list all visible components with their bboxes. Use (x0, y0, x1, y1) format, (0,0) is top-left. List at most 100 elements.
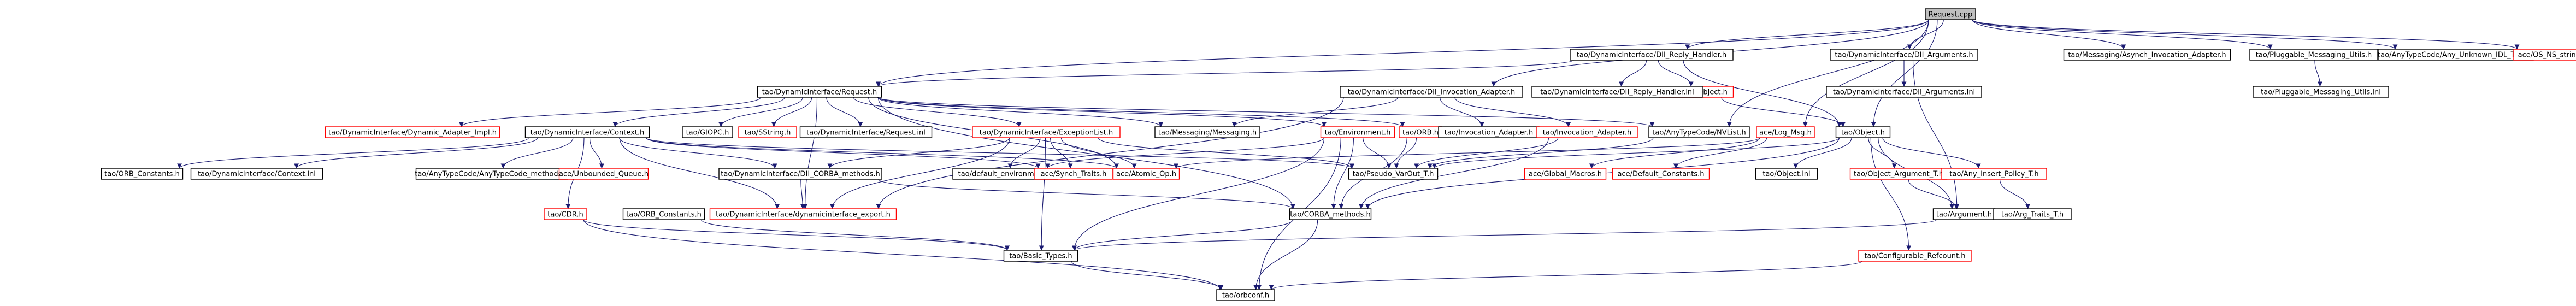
graph-node[interactable]: tao/DynamicInterface/DII_Reply_Handler.i… (1531, 86, 1703, 98)
node-box (1570, 49, 1734, 61)
dependency-edge (1050, 137, 1073, 169)
dependency-edge (826, 97, 863, 127)
node-box (190, 168, 323, 180)
node-label: tao/Configurable_Refcount.h (1864, 252, 1965, 261)
graph-node[interactable]: tao/Invocation_Adapter.h (1438, 126, 1540, 138)
dependency-edge (853, 97, 1022, 127)
node-box (1531, 86, 1703, 98)
graph-node[interactable]: tao/CORBA_methods.h (1289, 208, 1372, 220)
dependency-edge (1685, 19, 1929, 50)
graph-node: ace/OS_NS_string.h (2513, 49, 2576, 61)
graph-node[interactable]: tao/Pluggable_Messaging_Utils.inl (2253, 86, 2389, 98)
node-label: tao/DynamicInterface/Dynamic_Adapter_Imp… (328, 129, 497, 137)
dependency-edge (1007, 137, 1041, 169)
graph-node[interactable]: tao/Object.inl (1755, 168, 1818, 180)
dependency-edge (877, 97, 1327, 127)
dependency-edge (827, 137, 1010, 169)
graph-node: ace/Atomic_Op.h (1112, 168, 1180, 180)
graph-node: tao/CDR.h (544, 208, 587, 220)
graph-node[interactable]: tao/Messaging/Messaging.h (1154, 126, 1260, 138)
node-layer: Request.cpp tao/DynamicInterface/DII_Repl… (101, 8, 2576, 301)
graph-node[interactable]: tao/ORB_Constants.h (101, 168, 184, 180)
graph-node[interactable]: tao/AnyTypeCode/AnyTypeCode_methods.h (415, 168, 569, 180)
node-box (558, 168, 649, 180)
node-label: tao/Object.inl (1762, 170, 1810, 179)
graph-node[interactable]: tao/Messaging/Asynch_Invocation_Adapter.… (2063, 49, 2231, 61)
graph-node[interactable]: tao/DynamicInterface/DII_CORBA_methods.h (718, 168, 882, 180)
dependency-edge (1721, 97, 1846, 127)
graph-node: ace/Default_Constants.h (1612, 168, 1710, 180)
graph-node[interactable]: tao/DynamicInterface/DII_Arguments.h (1830, 49, 1978, 61)
node-box (325, 126, 500, 138)
dependency-edge (1394, 137, 1417, 169)
dependency-edge (876, 19, 1929, 87)
graph-node[interactable]: tao/AnyTypeCode/Any_Unknown_IDL_Type.h (2378, 49, 2534, 61)
graph-node[interactable]: tao/DynamicInterface/DII_Arguments.inl (1826, 86, 1982, 98)
graph-node[interactable]: tao/Basic_Types.h (1003, 250, 1078, 262)
graph-node[interactable]: Request.cpp (1925, 8, 1976, 20)
graph-node[interactable]: tao/Pluggable_Messaging_Utils.h (2249, 49, 2378, 61)
node-label: tao/Pluggable_Messaging_Utils.h (2256, 51, 2372, 60)
dependency-edge (618, 137, 777, 169)
graph-node[interactable]: tao/DynamicInterface/Request.inl (799, 126, 933, 138)
graph-node[interactable]: tao/DynamicInterface/DII_Invocation_Adap… (1340, 86, 1523, 98)
dependency-edge (1174, 137, 1760, 169)
dependency-edge (718, 97, 803, 127)
graph-node[interactable]: tao/Pseudo_VarOut_T.h (1348, 168, 1439, 180)
dependency-edge (803, 97, 818, 209)
graph-node: tao/Invocation_Adapter.h (1536, 126, 1638, 138)
dependency-edge (1793, 137, 1852, 169)
node-box (1835, 126, 1891, 138)
node-label: ace/OS_NS_string.h (2518, 51, 2576, 60)
dependency-edge (1972, 19, 2520, 50)
node-label: tao/ORB_Constants.h (626, 211, 702, 219)
node-label: tao/Argument.h (1936, 211, 1992, 219)
graph-node[interactable]: tao/GIOPC.h (682, 126, 733, 138)
node-box (1112, 168, 1180, 180)
node-box (1348, 168, 1439, 180)
node-box (1216, 289, 1275, 301)
node-box (1941, 168, 2047, 180)
node-label: tao/Basic_Types.h (1009, 252, 1072, 261)
dependency-edge (876, 97, 1344, 209)
node-box (972, 126, 1121, 138)
node-box (524, 126, 650, 138)
node-box (1858, 250, 1972, 262)
graph-node[interactable]: tao/default_environment.h (952, 168, 1058, 180)
graph-node[interactable]: tao/ORB_Constants.h (622, 208, 705, 220)
graph-node[interactable]: tao/AnyTypeCode/NVList.h (1648, 126, 1750, 138)
graph-node: tao/Any_Insert_Policy_T.h (1941, 168, 2047, 180)
graph-node[interactable]: tao/DynamicInterface/Context.inl (190, 168, 323, 180)
node-label: ace/Global_Macros.h (1529, 170, 1602, 179)
graph-node[interactable]: tao/DynamicInterface/Context.h (524, 126, 650, 138)
node-label: ace/Unbounded_Queue.h (559, 170, 649, 179)
node-box (2063, 49, 2231, 61)
graph-node[interactable]: tao/orbconf.h (1216, 289, 1275, 301)
dependency-edge (619, 137, 780, 209)
graph-node: tao/DynamicInterface/dynamicinterface_ex… (709, 208, 897, 220)
node-label: tao/Pluggable_Messaging_Utils.inl (2261, 89, 2381, 97)
node-label: tao/AnyTypeCode/NVList.h (1652, 129, 1746, 137)
dependency-edge (1072, 219, 1937, 251)
dependency-edge (1045, 137, 1325, 169)
graph-node: ace/Log_Msg.h (1756, 126, 1815, 138)
dependency-edge (177, 137, 529, 169)
dependency-edge (1972, 19, 2398, 50)
node-label: tao/Invocation_Adapter.h (1543, 129, 1631, 137)
graph-node[interactable]: tao/DynamicInterface/DII_Reply_Handler.h (1570, 49, 1734, 61)
node-label: tao/DynamicInterface/DII_Reply_Handler.i… (1540, 89, 1694, 97)
dependency-edge (1072, 137, 1325, 251)
node-label: tao/AnyTypeCode/AnyTypeCode_methods.h (415, 170, 569, 179)
graph-node[interactable]: tao/Arg_Traits_T.h (1993, 208, 2072, 220)
dependency-edge (1060, 137, 1137, 169)
dependency-edge (1871, 19, 1938, 127)
graph-node[interactable]: tao/Object.h (1835, 126, 1891, 138)
dependency-edge (1907, 19, 1944, 50)
node-label: ace/Log_Msg.h (1759, 129, 1812, 137)
node-label: tao/DynamicInterface/DII_Reply_Handler.h (1577, 51, 1726, 60)
graph-node[interactable]: tao/Argument.h (1932, 208, 1996, 220)
graph-node[interactable]: tao/DynamicInterface/Request.h (757, 86, 882, 98)
dependency-edge (1358, 137, 1549, 209)
dependency-edge (1802, 19, 1929, 127)
dependency-edge (1071, 261, 1224, 290)
